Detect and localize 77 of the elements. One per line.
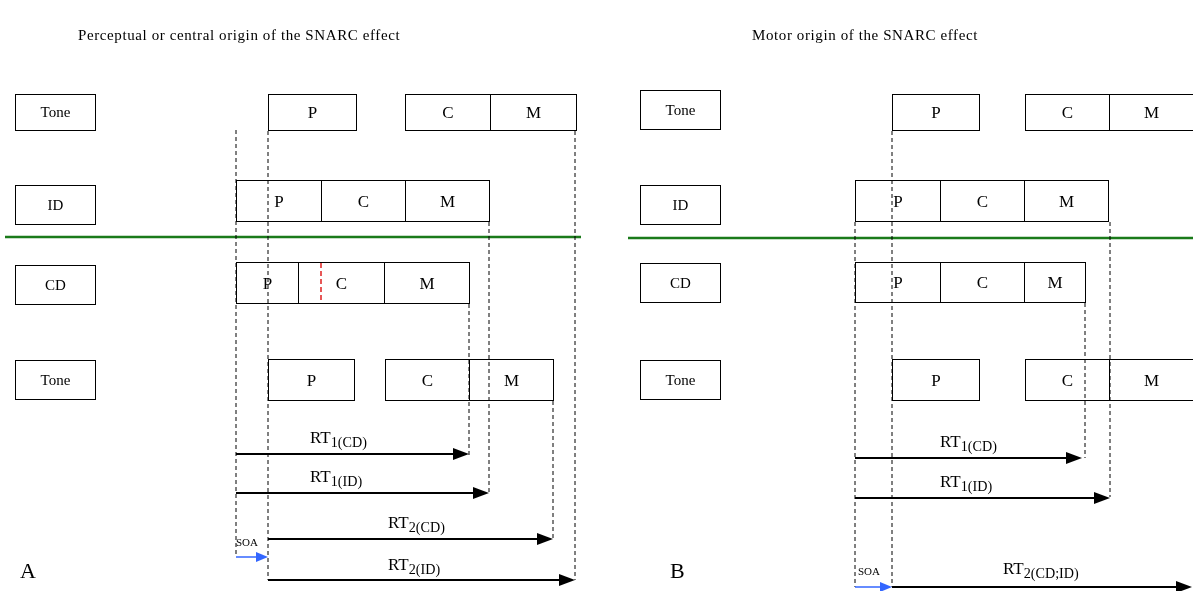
interval-label: RT$_{1(ID)}$ bbox=[940, 473, 993, 494]
interval-label: RT$_{2(CD;ID)}$ bbox=[1003, 560, 1079, 581]
stage-box bbox=[940, 262, 1025, 303]
condition-box bbox=[15, 360, 96, 400]
stage-box bbox=[1025, 94, 1110, 131]
stage-box bbox=[321, 180, 406, 222]
stage-box bbox=[855, 180, 941, 222]
box-label: P bbox=[274, 192, 284, 210]
box-label: ID bbox=[672, 197, 689, 213]
panel-title: Perceptual or central origin of the SNARC effect bbox=[78, 28, 401, 43]
stage-box bbox=[384, 262, 470, 304]
stage-box bbox=[385, 359, 470, 401]
stage-box bbox=[469, 359, 554, 401]
box-label: C bbox=[976, 192, 989, 210]
condition-box bbox=[640, 90, 721, 130]
box-label: P bbox=[307, 104, 318, 121]
box-label: Tone bbox=[40, 105, 71, 120]
stage-box bbox=[892, 94, 980, 131]
condition-box bbox=[640, 360, 721, 400]
interval-label: SOA bbox=[236, 537, 258, 548]
box-label: C bbox=[442, 104, 454, 121]
interval-label: SOA bbox=[858, 566, 880, 577]
box-label: C bbox=[976, 274, 989, 291]
box-label: C bbox=[335, 274, 348, 292]
stage-box bbox=[1109, 94, 1193, 131]
box-label: Tone bbox=[665, 102, 696, 118]
box-label: M bbox=[1058, 192, 1075, 210]
stage-box bbox=[298, 262, 385, 304]
stage-box bbox=[892, 359, 980, 401]
box-label: P bbox=[931, 371, 941, 389]
stage-box bbox=[940, 180, 1025, 222]
box-label: M bbox=[439, 192, 456, 210]
box-label: CD bbox=[670, 275, 691, 291]
box-label: P bbox=[931, 104, 941, 121]
box-label: P bbox=[893, 192, 903, 210]
stage-box bbox=[1024, 180, 1109, 222]
condition-box bbox=[15, 265, 96, 305]
box-label: M bbox=[419, 274, 435, 292]
condition-box bbox=[15, 185, 96, 225]
condition-box bbox=[15, 94, 96, 131]
interval-label: RT$_{2(ID)}$ bbox=[388, 556, 441, 577]
stage-box bbox=[855, 262, 941, 303]
panel-title: Motor origin of the SNARC effect bbox=[752, 28, 978, 43]
box-label: CD bbox=[45, 277, 66, 293]
box-label: C bbox=[421, 371, 434, 389]
box-label: C bbox=[357, 192, 370, 210]
box-label: M bbox=[1047, 274, 1063, 291]
condition-box bbox=[640, 185, 721, 225]
stage-box bbox=[1024, 262, 1086, 303]
box-label: M bbox=[503, 371, 520, 389]
box-label: P bbox=[306, 371, 317, 389]
box-label: C bbox=[1061, 371, 1074, 389]
box-label: Tone bbox=[665, 372, 696, 388]
interval-label: RT$_{1(CD)}$ bbox=[940, 433, 997, 454]
box-label: C bbox=[1061, 104, 1074, 121]
box-label: M bbox=[1143, 371, 1160, 389]
stage-box bbox=[236, 180, 322, 222]
stage-box bbox=[268, 359, 355, 401]
stage-box bbox=[236, 262, 299, 304]
panel-letter: B bbox=[670, 560, 685, 582]
stage-box bbox=[405, 94, 491, 131]
panel-letter: A bbox=[20, 560, 36, 582]
box-label: P bbox=[893, 274, 903, 291]
interval-label: RT$_{1(CD)}$ bbox=[310, 429, 367, 450]
interval-label: RT$_{2(CD)}$ bbox=[388, 514, 445, 535]
stage-box bbox=[490, 94, 577, 131]
stage-box bbox=[1025, 359, 1110, 401]
box-label: ID bbox=[47, 197, 64, 213]
stage-box bbox=[1109, 359, 1193, 401]
stage-box bbox=[268, 94, 357, 131]
interval-label: RT$_{1(ID)}$ bbox=[310, 468, 363, 489]
condition-box bbox=[640, 263, 721, 303]
stage-box bbox=[405, 180, 490, 222]
box-label: P bbox=[262, 274, 273, 292]
box-label: M bbox=[525, 104, 542, 121]
box-label: Tone bbox=[40, 372, 71, 388]
box-label: M bbox=[1143, 104, 1160, 121]
